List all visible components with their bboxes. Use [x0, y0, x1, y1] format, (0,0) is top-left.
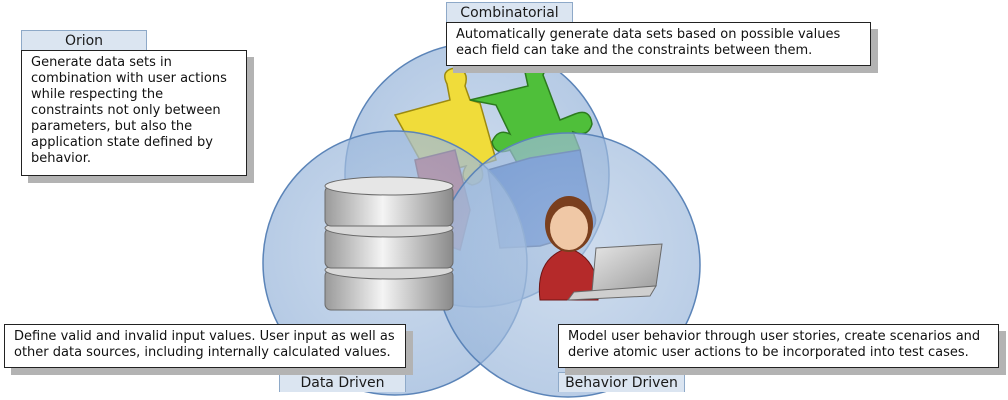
behavior-driven-description: Model user behavior through user stories…	[558, 324, 999, 368]
combinatorial-tab: Combinatorial	[446, 2, 573, 22]
data-driven-tab: Data Driven	[279, 372, 406, 392]
orion-tab: Orion	[21, 30, 147, 50]
orion-description: Generate data sets in combination with u…	[21, 50, 247, 176]
combinatorial-description: Automatically generate data sets based o…	[446, 22, 871, 66]
database-icon	[324, 176, 454, 311]
behavior-driven-tab: Behavior Driven	[558, 372, 685, 392]
user-laptop-icon	[538, 196, 663, 301]
data-driven-description: Define valid and invalid input values. U…	[4, 324, 406, 368]
